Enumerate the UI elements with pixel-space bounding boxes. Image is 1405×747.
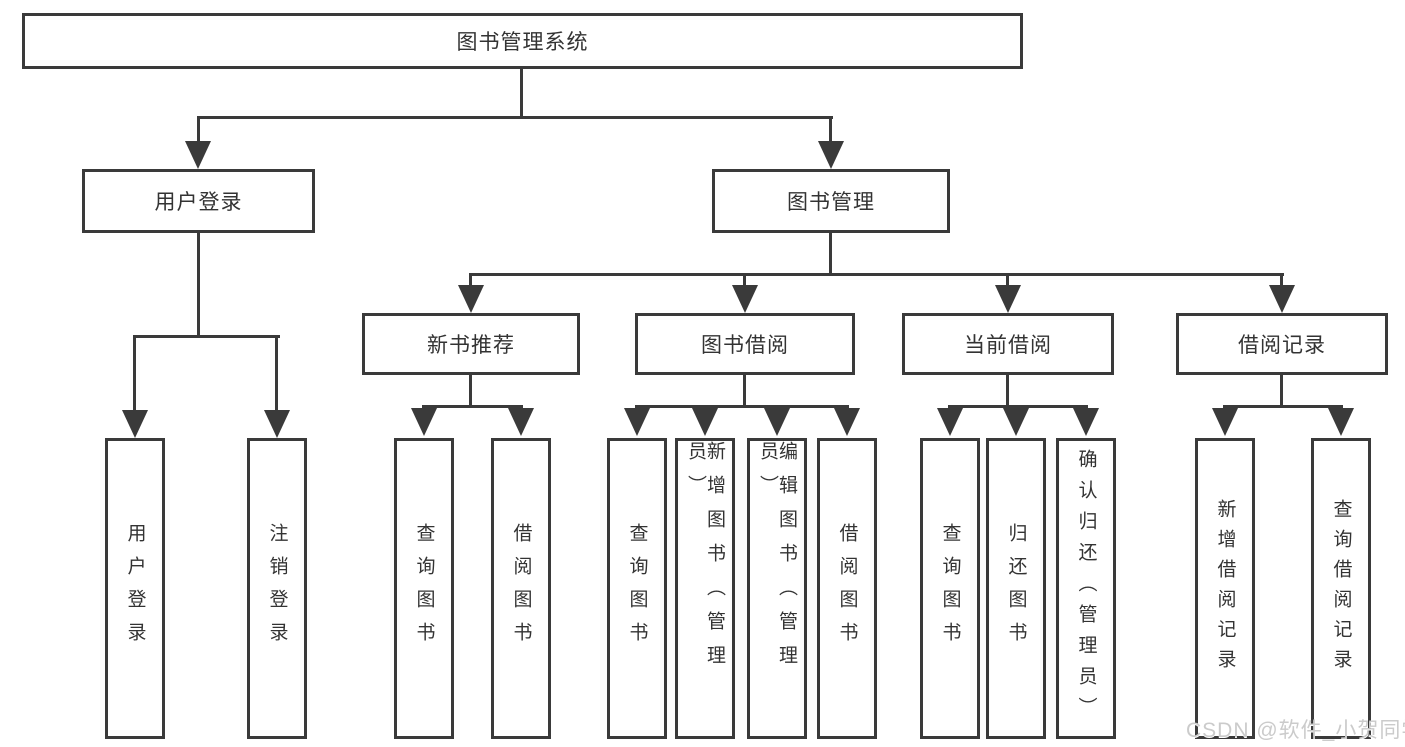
node-label: 编辑图书（管理员） [757, 441, 797, 679]
node-book-management: 图书管理 [712, 169, 950, 233]
connector-line [1280, 375, 1283, 408]
connector-arrowhead-down-icon [1328, 408, 1354, 436]
connector-arrowhead-down-icon [508, 408, 534, 436]
node-label: 归还图书 [1005, 522, 1027, 655]
node-label: 确认归还（管理员） [1075, 449, 1097, 728]
node-label: 查询借阅记录 [1330, 498, 1352, 679]
node-book-borrowing: 图书借阅 [635, 313, 855, 375]
connector-line [197, 119, 200, 143]
connector-line [1006, 276, 1009, 287]
node-label: 查询图书 [413, 522, 435, 655]
leaf-edit-book-admin: 编辑图书（管理员） [747, 438, 807, 739]
connector-line [829, 119, 832, 143]
connector-line [197, 233, 200, 338]
node-user-login: 用户登录 [82, 169, 315, 233]
connector-arrowhead-down-icon [185, 141, 211, 169]
node-current-borrowing: 当前借阅 [902, 313, 1114, 375]
leaf-borrow-books-borrowing: 借阅图书 [817, 438, 877, 739]
node-label: 新增图书（管理员） [685, 441, 725, 679]
csdn-watermark: CSDN @软件_小贺同学 [1186, 719, 1405, 742]
connector-arrowhead-down-icon [1212, 408, 1238, 436]
node-label: 借阅图书 [836, 522, 858, 655]
node-label: 新增借阅记录 [1214, 498, 1236, 679]
node-label: 借阅记录 [1238, 334, 1326, 357]
node-label: 注销登录 [266, 522, 288, 655]
connector-line [1223, 405, 1343, 408]
connector-arrowhead-down-icon [1003, 408, 1029, 436]
leaf-add-borrow-record: 新增借阅记录 [1195, 438, 1255, 739]
connector-line [635, 405, 849, 408]
connector-arrowhead-down-icon [264, 410, 290, 438]
connector-arrowhead-down-icon [411, 408, 437, 436]
connector-arrowhead-down-icon [995, 285, 1021, 313]
connector-line [469, 273, 1284, 276]
node-borrowing-records: 借阅记录 [1176, 313, 1388, 375]
leaf-borrow-books-recommend: 借阅图书 [491, 438, 551, 739]
connector-arrowhead-down-icon [1269, 285, 1295, 313]
connector-line [948, 405, 1088, 408]
connector-line [275, 338, 278, 412]
connector-arrowhead-down-icon [937, 408, 963, 436]
leaf-query-books-borrowing: 查询图书 [607, 438, 667, 739]
leaf-logout-login: 注销登录 [247, 438, 307, 739]
leaf-confirm-return-admin: 确认归还（管理员） [1056, 438, 1116, 739]
leaf-add-book-admin: 新增图书（管理员） [675, 438, 735, 739]
node-label: 用户登录 [124, 522, 146, 655]
connector-arrowhead-down-icon [692, 408, 718, 436]
connector-arrowhead-down-icon [624, 408, 650, 436]
connector-line [133, 338, 136, 412]
connector-line [520, 69, 523, 116]
connector-arrowhead-down-icon [764, 408, 790, 436]
node-label: 借阅图书 [510, 522, 532, 655]
connector-line [829, 233, 832, 276]
connector-arrowhead-down-icon [122, 410, 148, 438]
node-library-management-system: 图书管理系统 [22, 13, 1023, 69]
node-label: 查询图书 [939, 522, 961, 655]
node-label: 图书管理 [787, 191, 875, 214]
node-new-book-recommendation: 新书推荐 [362, 313, 580, 375]
connector-line [197, 116, 833, 119]
node-label: 查询图书 [626, 522, 648, 655]
connector-line [743, 276, 746, 287]
connector-line [422, 405, 523, 408]
connector-line [1280, 276, 1283, 287]
node-label: 当前借阅 [964, 334, 1052, 357]
leaf-user-login: 用户登录 [105, 438, 165, 739]
connector-arrowhead-down-icon [458, 285, 484, 313]
node-label: 用户登录 [154, 191, 243, 214]
connector-line [133, 335, 280, 338]
connector-line [1006, 375, 1009, 408]
connector-arrowhead-down-icon [834, 408, 860, 436]
leaf-query-borrow-record: 查询借阅记录 [1311, 438, 1371, 739]
leaf-return-books: 归还图书 [986, 438, 1046, 739]
connector-arrowhead-down-icon [732, 285, 758, 313]
connector-arrowhead-down-icon [818, 141, 844, 169]
node-label: 图书借阅 [701, 334, 789, 357]
connector-line [469, 375, 472, 408]
node-label: 新书推荐 [427, 334, 515, 357]
node-label: 图书管理系统 [456, 31, 589, 54]
connector-line [743, 375, 746, 408]
leaf-query-books-recommend: 查询图书 [394, 438, 454, 739]
leaf-query-books-current: 查询图书 [920, 438, 980, 739]
connector-arrowhead-down-icon [1073, 408, 1099, 436]
connector-line [469, 276, 472, 287]
